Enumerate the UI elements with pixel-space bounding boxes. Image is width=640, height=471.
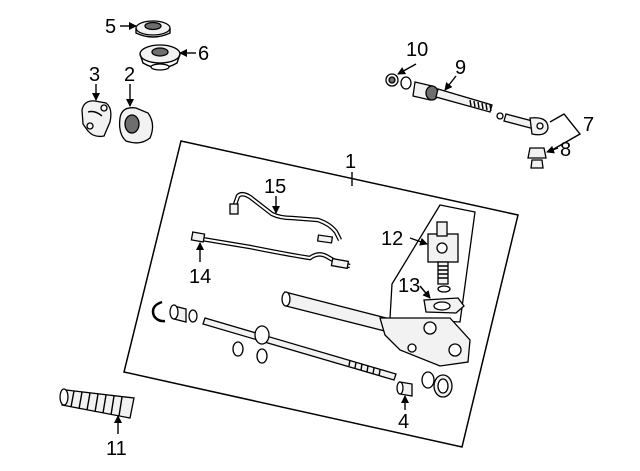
callout-14: 14 — [189, 266, 211, 288]
snap-ring-part — [151, 300, 166, 323]
callout-12: 12 — [381, 228, 403, 250]
callout-13: 13 — [398, 275, 420, 297]
rack-housing-part — [281, 291, 471, 367]
callout-2: 2 — [124, 64, 135, 86]
tie-rod-end-part — [496, 112, 549, 136]
callout-8: 8 — [560, 139, 571, 161]
leader-8 — [546, 145, 559, 154]
leader-10 — [397, 63, 417, 75]
callout-4: 4 — [398, 411, 409, 433]
nut-part — [527, 147, 547, 169]
mount-lower-part — [139, 44, 181, 71]
rack-shaft-part — [202, 317, 397, 381]
boot-part — [59, 388, 135, 419]
leader-9 — [444, 75, 457, 91]
bushing-part — [118, 107, 154, 144]
callout-15: 15 — [264, 176, 286, 198]
callout-10: 10 — [406, 39, 428, 61]
control-valve-part — [427, 221, 459, 293]
callout-5: 5 — [105, 16, 116, 38]
callout-1: 1 — [345, 151, 356, 173]
callout-9: 9 — [455, 57, 466, 79]
leader-7 — [549, 113, 582, 151]
callout-3: 3 — [89, 64, 100, 86]
assembly-outline — [123, 140, 519, 448]
return-line-part — [229, 192, 343, 244]
gasket-part — [423, 297, 465, 314]
inner-tie-rod-part — [385, 73, 493, 113]
leader-12 — [409, 237, 428, 246]
callout-6: 6 — [198, 43, 209, 65]
bracket-part — [81, 100, 112, 138]
guide-bush-part — [396, 381, 413, 397]
mount-upper-part — [135, 20, 171, 38]
end-seals-part — [421, 371, 453, 398]
callout-11: 11 — [106, 438, 127, 460]
cylinder-end-seal-part — [169, 304, 198, 323]
callout-7: 7 — [583, 114, 594, 136]
pressure-line-part — [190, 231, 351, 270]
leader-13 — [419, 285, 431, 299]
